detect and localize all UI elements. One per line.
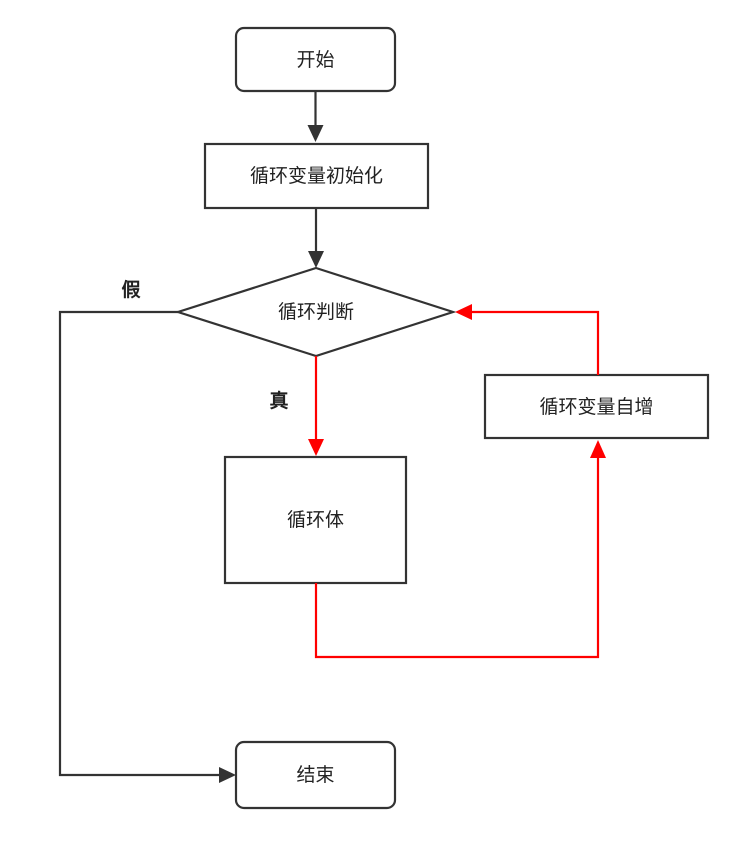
edge-body-to-increment — [314, 440, 606, 659]
edge-false-to-end-line — [58, 310, 222, 777]
arrow-up-icon — [590, 440, 606, 458]
init-node-label: 循环变量初始化 — [250, 165, 383, 187]
arrow-down-icon — [307, 125, 324, 142]
arrow-left-icon — [455, 304, 472, 320]
increment-node-box — [483, 373, 710, 440]
edge-false-to-end: 假 — [58, 278, 236, 783]
init-node-box — [203, 142, 430, 210]
true-branch-label: 真 — [269, 389, 288, 412]
body-node-label: 循环体 — [287, 509, 344, 531]
end-node: 结束 — [234, 740, 397, 810]
body-node-box — [223, 455, 408, 585]
end-node-label: 结束 — [296, 764, 334, 786]
edge-start-to-init — [307, 91, 324, 142]
edge-init-to-condition — [308, 208, 324, 268]
increment-node: 循环变量自增 — [483, 373, 710, 440]
edge-body-to-increment-line — [314, 456, 600, 659]
condition-node-label: 循环判断 — [278, 301, 354, 323]
end-node-box — [234, 740, 397, 810]
condition-node: 循环判断 — [174, 266, 457, 358]
arrow-down-icon — [308, 439, 324, 456]
edge-increment-to-condition-line — [470, 310, 600, 375]
increment-node-label: 循环变量自增 — [539, 396, 653, 418]
init-node: 循环变量初始化 — [203, 142, 430, 210]
body-node: 循环体 — [223, 455, 408, 585]
false-branch-label: 假 — [121, 278, 140, 301]
start-node: 开始 — [234, 26, 397, 93]
arrow-down-icon — [308, 251, 324, 268]
arrow-right-icon — [219, 767, 236, 783]
start-node-label: 开始 — [296, 49, 334, 71]
edge-increment-to-condition — [455, 304, 600, 375]
edge-true-to-body: 真 — [269, 356, 324, 456]
